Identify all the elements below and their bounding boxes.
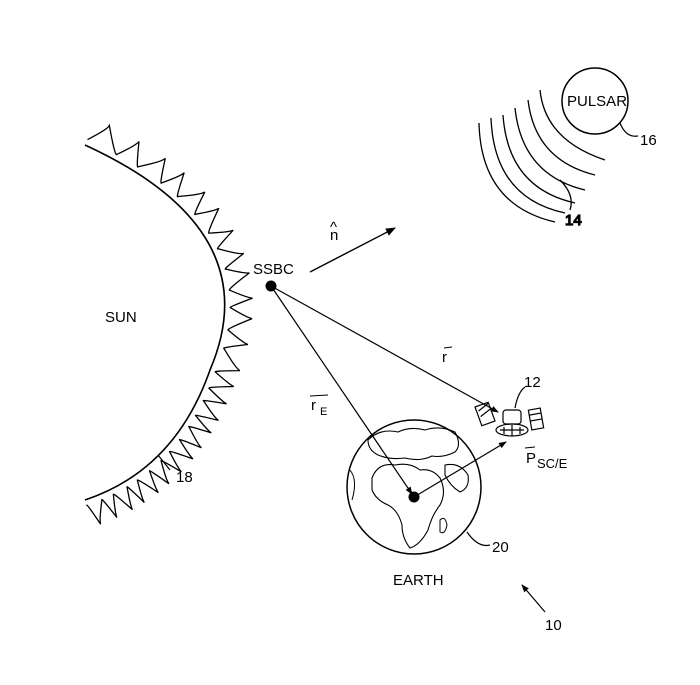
pulsar-label: PULSAR — [567, 93, 627, 110]
sun-leader-line — [157, 454, 171, 471]
r-vector-overbar — [443, 346, 453, 349]
p-sc-e-vector: P SC/E — [413, 441, 568, 498]
r-vector-label: r — [442, 349, 447, 366]
r-earth-label: r — [311, 397, 316, 414]
r-earth-vector-line — [270, 285, 413, 495]
spacecraft — [474, 386, 545, 437]
pulsar-leader-line — [619, 122, 639, 137]
earth-continent-africa — [371, 463, 445, 549]
r-vector-line — [270, 285, 499, 413]
n-hat-caret: ^ — [330, 219, 337, 236]
wavefront-4 — [502, 114, 576, 204]
spacecraft-leader-line — [514, 386, 526, 409]
sun-limb — [84, 144, 226, 501]
spacecraft-reference-numeral: 12 — [524, 374, 541, 391]
earth-continent-madagascar — [439, 517, 448, 534]
earth-label: EARTH — [393, 572, 444, 589]
sun-reference-numeral: 18 — [176, 469, 193, 486]
r-earth-vector: r E — [270, 285, 413, 495]
earth-continent-europe — [367, 427, 460, 461]
r-vector: r — [270, 285, 499, 413]
sun-label: SUN — [105, 309, 137, 326]
n-hat-arrow — [309, 227, 396, 273]
p-sc-e-overbar — [524, 446, 536, 449]
spacecraft-solar-panel-left — [474, 401, 496, 427]
pulsar-reference-numeral: 16 — [640, 132, 657, 149]
earth-continent-arabia — [444, 463, 469, 493]
wavefront-6 — [478, 122, 556, 223]
r-earth-subscript: E — [320, 406, 327, 418]
r-earth-overbar — [309, 394, 329, 397]
p-sc-e-subscript: SC/E — [537, 456, 568, 471]
earth-leader-line — [466, 531, 491, 547]
pulsar-wavefronts: 14 — [478, 89, 606, 230]
system-reference: 10 — [520, 582, 562, 634]
spacecraft-body — [502, 409, 522, 425]
system-reference-curve — [520, 582, 545, 605]
wavefront-5 — [490, 117, 566, 214]
sun: SUN 18 — [84, 123, 253, 525]
wavefronts-reference-numeral: 14 — [565, 212, 582, 229]
wavefront-2 — [527, 99, 596, 176]
n-hat-label: n — [330, 227, 338, 244]
wavefront-3 — [514, 107, 586, 191]
pulsar-body — [561, 67, 629, 135]
wavefront-1 — [539, 89, 606, 161]
earth-continent-americas-edge — [349, 469, 356, 501]
pulsar: PULSAR 16 — [561, 67, 657, 149]
system-reference-arrow — [521, 584, 546, 613]
sun-corona — [86, 123, 253, 525]
system-reference-numeral: 10 — [545, 617, 562, 634]
wavefronts-leader-line — [559, 179, 572, 211]
unit-direction-vector: n ^ — [309, 219, 396, 273]
earth: 20 EARTH — [346, 419, 509, 589]
earth-reference-numeral: 20 — [492, 539, 509, 556]
spacecraft-solar-panel-right — [527, 407, 545, 431]
earth-globe — [346, 419, 482, 555]
p-sc-e-label: P — [526, 450, 536, 467]
ssbc-label: SSBC — [253, 261, 294, 278]
p-sc-e-vector-line — [413, 441, 507, 498]
